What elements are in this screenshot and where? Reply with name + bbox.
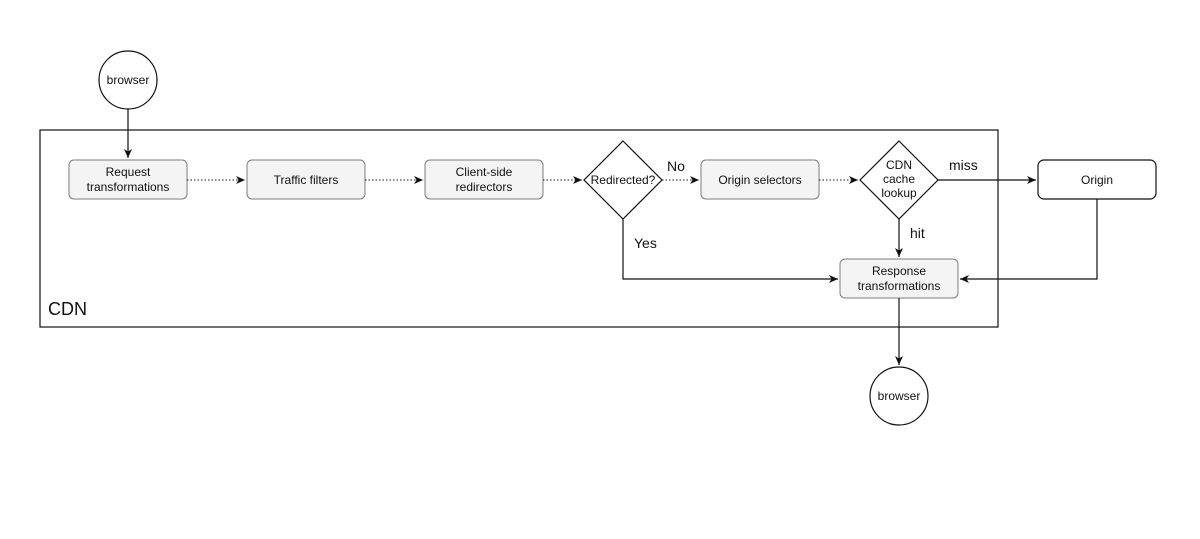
cdn-cache-lookup-label-line1: CDN (886, 158, 912, 172)
traffic-filters-label: Traffic filters (274, 173, 339, 187)
origin-selectors-label: Origin selectors (718, 173, 801, 187)
request-transformations-label-line1: Request (106, 165, 151, 179)
redirected-decision-label: Redirected? (591, 173, 656, 187)
client-side-redirectors-label-line1: Client-side (456, 165, 513, 179)
browser-bottom-label: browser (878, 389, 921, 403)
cdn-group-frame (39, 129, 999, 328)
cdn-cache-lookup-label-line3: lookup (881, 186, 917, 200)
edge-origin-to-response-transformations (960, 199, 1098, 283)
edge-label-hit: hit (910, 225, 925, 241)
edge-label-no: No (667, 158, 685, 174)
request-transformations-label-line2: transformations (87, 180, 170, 194)
edge-label-yes: Yes (634, 235, 657, 251)
cdn-cache-lookup-label-line2: cache (883, 172, 915, 186)
browser-top-label: browser (107, 73, 150, 87)
response-transformations-label-line1: Response (872, 264, 926, 278)
cdn-group-label: CDN (48, 299, 87, 319)
client-side-redirectors-label-line2: redirectors (456, 180, 513, 194)
edge-redirected-yes-to-response-transformations (622, 219, 838, 283)
edge-label-miss: miss (949, 157, 978, 173)
origin-label: Origin (1081, 173, 1113, 187)
response-transformations-label-line2: transformations (858, 279, 941, 293)
browser-bottom-node (869, 366, 929, 426)
